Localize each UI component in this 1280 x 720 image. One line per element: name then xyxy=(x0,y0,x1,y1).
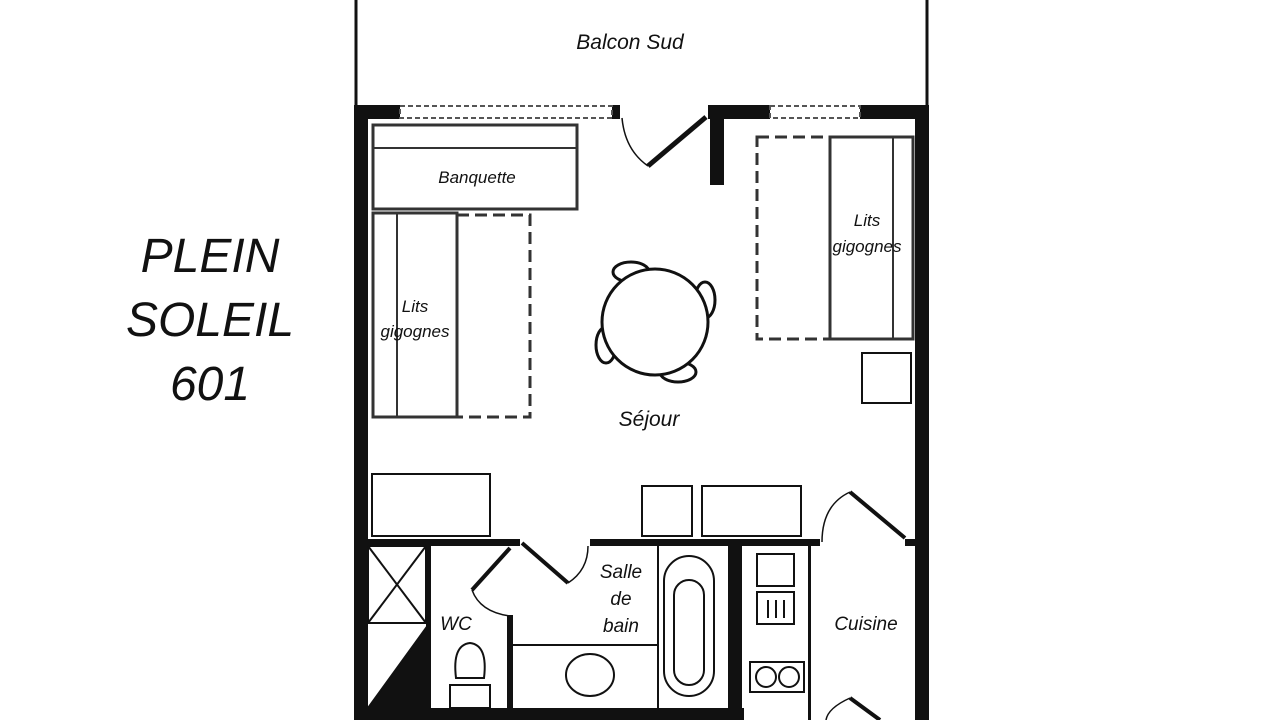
balcony-label: Balcon Sud xyxy=(576,31,685,54)
living-room-label: Séjour xyxy=(619,408,681,431)
bunk-bed-left xyxy=(371,211,532,419)
technical-shaft xyxy=(366,545,427,709)
bathroom-label-3: bain xyxy=(603,616,639,637)
windows xyxy=(399,105,861,119)
title-line-2: SOLEIL xyxy=(125,294,295,347)
apartment-title: PLEIN SOLEIL 601 xyxy=(100,225,320,417)
bunk-bed-right-label-2: gigognes xyxy=(832,237,902,256)
banquette xyxy=(371,123,579,211)
title-line-1: PLEIN xyxy=(140,230,280,283)
bathroom-label-1: Salle xyxy=(600,562,642,583)
interior-walls xyxy=(368,539,917,720)
dining-table xyxy=(594,260,717,384)
entrance-door xyxy=(621,115,708,168)
bunk-bed-left-label-2: gigognes xyxy=(380,322,450,341)
bathroom-fixtures xyxy=(449,546,715,709)
title-line-3: 601 xyxy=(169,358,251,411)
wc-label: WC xyxy=(440,614,472,635)
balcony xyxy=(354,0,929,108)
living-furniture xyxy=(371,473,802,537)
banquette-label: Banquette xyxy=(438,168,516,187)
side-table xyxy=(861,352,912,404)
bunk-bed-right xyxy=(755,135,915,341)
bathroom-label-2: de xyxy=(610,589,631,610)
kitchen-label: Cuisine xyxy=(834,614,897,635)
bunk-bed-right-label-1: Lits xyxy=(854,211,881,230)
kitchen-fixtures xyxy=(749,553,805,693)
outer-walls xyxy=(354,105,929,720)
interior-doors xyxy=(470,490,907,720)
bunk-bed-left-label-1: Lits xyxy=(402,297,429,316)
